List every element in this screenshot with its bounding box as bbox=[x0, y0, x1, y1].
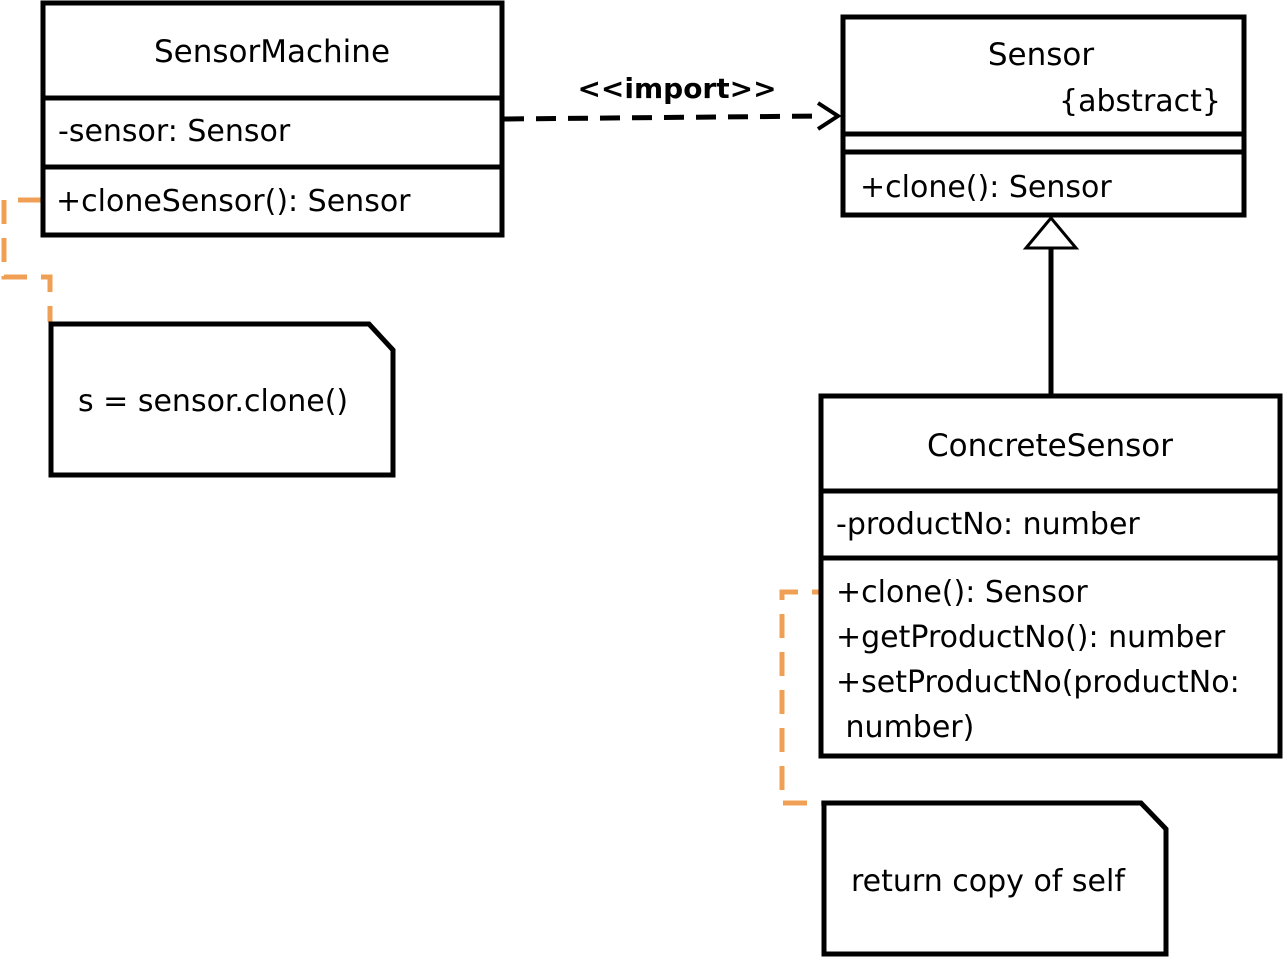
operation-set-product-no: +setProductNo(productNo: bbox=[836, 665, 1240, 700]
note-concrete-box bbox=[821, 800, 1169, 957]
abstract-modifier: {abstract} bbox=[1059, 84, 1221, 119]
note-machine[interactable]: s = sensor.clone() bbox=[48, 321, 396, 478]
class-concrete-sensor-box bbox=[818, 393, 1283, 759]
note-machine-text: s = sensor.clone() bbox=[78, 384, 348, 419]
class-sensor[interactable]: Sensor {abstract} +clone(): Sensor bbox=[840, 14, 1247, 218]
note-concrete-text: return copy of self bbox=[851, 864, 1126, 899]
generalization bbox=[1022, 215, 1080, 396]
class-name-concrete-sensor: ConcreteSensor bbox=[927, 428, 1173, 464]
note-anchor-machine bbox=[1, 197, 53, 322]
operation-clone-sensor: +cloneSensor(): Sensor bbox=[56, 184, 411, 219]
class-name-sensor-machine: SensorMachine bbox=[154, 34, 390, 70]
class-sensor-box bbox=[840, 14, 1247, 218]
attribute-sensor: -sensor: Sensor bbox=[58, 114, 291, 149]
import-dependency-line bbox=[503, 113, 823, 122]
operation-get-product-no: +getProductNo(): number bbox=[836, 620, 1226, 655]
operation-clone: +clone(): Sensor bbox=[836, 575, 1088, 610]
attribute-product-no: -productNo: number bbox=[836, 507, 1140, 542]
generalization-triangle-icon bbox=[1022, 215, 1080, 250]
operation-clone: +clone(): Sensor bbox=[860, 170, 1112, 205]
note-anchor-concrete bbox=[779, 589, 836, 806]
class-concrete-sensor[interactable]: ConcreteSensor -productNo: number +clone… bbox=[818, 393, 1283, 759]
import-stereotype-label: <<import>> bbox=[577, 72, 776, 105]
class-name-sensor: Sensor bbox=[988, 37, 1095, 73]
class-sensor-machine[interactable]: SensorMachine -sensor: Sensor +cloneSens… bbox=[40, 0, 505, 238]
import-arrow-head bbox=[816, 101, 842, 131]
note-machine-box bbox=[48, 321, 396, 478]
import-dependency: <<import>> bbox=[503, 72, 842, 131]
operation-set-product-no-cont: number) bbox=[836, 710, 974, 745]
class-sensor-machine-box bbox=[40, 0, 505, 238]
note-concrete[interactable]: return copy of self bbox=[821, 800, 1169, 957]
